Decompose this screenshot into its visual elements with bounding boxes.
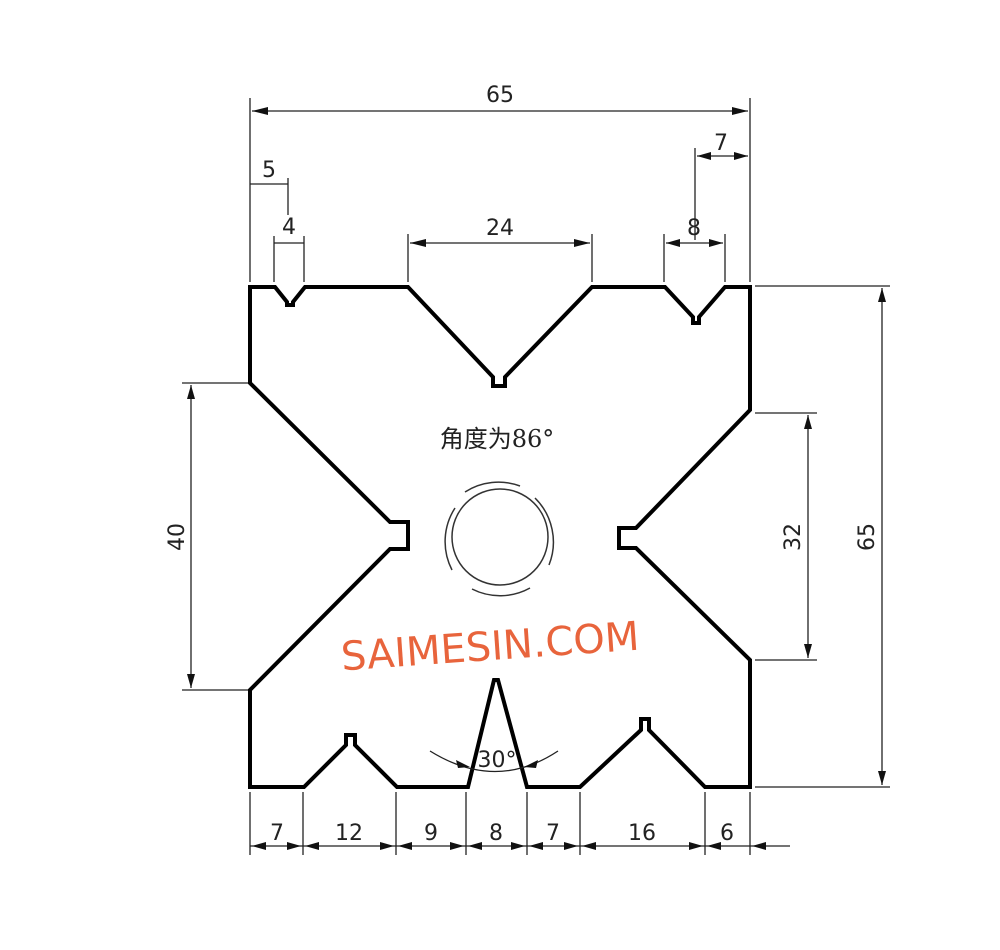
angle-note: 角度为86° (440, 425, 555, 453)
dim-bottom-5: 7 (546, 821, 560, 846)
dim-right-offset: 7 (714, 131, 728, 156)
dim-overall-width: 65 (486, 83, 514, 108)
dim-right-vee: 32 (781, 523, 806, 551)
center-hole (451, 488, 549, 586)
dim-bottom-2: 12 (335, 821, 363, 846)
dim-bottom-4: 8 (489, 821, 503, 846)
dim-bottom-7: 6 (720, 821, 734, 846)
dim-left-offset: 5 (262, 158, 276, 183)
dim-overall-height: 65 (855, 523, 880, 551)
dim-center-vee: 24 (486, 216, 514, 241)
thread-arc-icon (471, 587, 531, 597)
thread-arc-icon (464, 481, 521, 493)
thread-arc-icon (534, 497, 555, 566)
watermark: SAIMESIN.COM (339, 614, 640, 681)
dim-bottom-6: 16 (628, 821, 656, 846)
dim-bottom-1: 7 (270, 821, 284, 846)
part-outline (248, 285, 752, 789)
dim-bottom-3: 9 (424, 821, 438, 846)
angle-arc (429, 750, 559, 773)
bottom-angle-label: 30° (478, 748, 517, 773)
angle-arrow-icon (524, 760, 538, 768)
bottom-dimension-chain: 7 12 9 8 7 16 6 (249, 792, 790, 855)
dim-left-notch: 4 (282, 215, 296, 240)
thread-arc-icon (444, 507, 456, 571)
dim-left-vee: 40 (165, 523, 190, 551)
dim-right-vee: 8 (687, 216, 701, 241)
angle-arrow-icon (456, 760, 470, 768)
